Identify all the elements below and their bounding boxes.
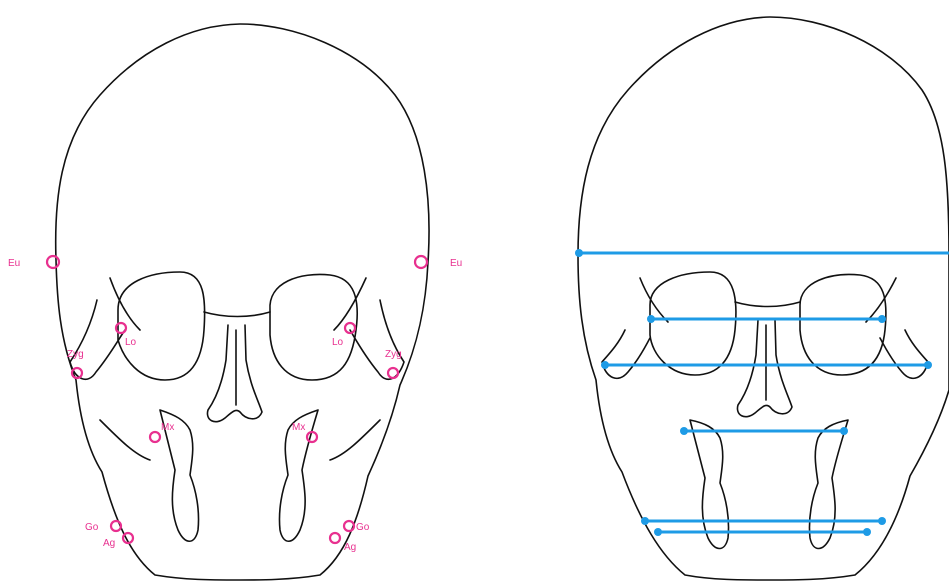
measure-line-eu	[575, 249, 949, 257]
measure-line-go-point-left	[641, 517, 649, 525]
right-orbit-right	[800, 274, 886, 375]
right-tooth-left	[690, 420, 729, 549]
measure-line-mx	[680, 427, 848, 435]
landmark-eu-right-marker	[415, 256, 427, 268]
landmark-ag-right-marker	[330, 533, 340, 543]
right-nasal-cavity	[737, 320, 792, 417]
right-zygomatic-arch-left	[602, 330, 650, 378]
landmark-zyg-left-label: Zyg	[67, 349, 84, 360]
measure-line-lo-point-left	[647, 315, 655, 323]
left-skull-outline	[56, 24, 429, 580]
landmark-mx-left-label: Mx	[161, 422, 174, 433]
landmark-eu-left-label: Eu	[8, 258, 20, 269]
landmark-eu-right-label: Eu	[450, 258, 462, 269]
measure-line-mx-point-left	[680, 427, 688, 435]
landmark-eu-right: Eu	[415, 256, 462, 269]
measure-line-go	[641, 517, 886, 525]
landmark-lo-right: Lo	[332, 323, 355, 348]
landmark-eu-left: Eu	[8, 256, 59, 269]
left-orbit-left	[118, 272, 205, 380]
landmark-lo-right-label: Lo	[332, 337, 344, 348]
landmark-mx-right-marker	[307, 432, 317, 442]
landmark-ag-left-label: Ag	[103, 538, 115, 549]
measure-line-eu-point-left	[575, 249, 583, 257]
measure-line-mx-point-right	[840, 427, 848, 435]
measure-line-lo	[647, 315, 886, 323]
landmark-lo-left-label: Lo	[125, 337, 137, 348]
landmark-go-left: Go	[85, 521, 121, 533]
right-zygomatic-arch-right	[880, 330, 928, 378]
left-zygomatic-arch-right	[350, 300, 404, 379]
measure-line-ag-point-right	[863, 528, 871, 536]
measure-line-ag	[654, 528, 871, 536]
landmark-go-right-label: Go	[356, 522, 370, 533]
right-temporal-line-left	[640, 278, 668, 322]
measure-line-zyg-point-left	[601, 361, 609, 369]
left-frontal-line	[204, 312, 270, 317]
landmark-eu-left-marker	[47, 256, 59, 268]
landmark-go-left-label: Go	[85, 522, 99, 533]
right-orbit-left	[650, 272, 736, 375]
landmark-mx-left-marker	[150, 432, 160, 442]
left-cranium-outline	[56, 24, 429, 580]
left-mandible-line	[100, 420, 380, 460]
measure-line-ag-point-left	[654, 528, 662, 536]
landmark-zyg-right-marker	[388, 368, 398, 378]
right-frontal-line	[735, 302, 800, 307]
landmark-zyg-right-label: Zyg	[385, 349, 402, 360]
landmark-ag-right: Ag	[330, 533, 356, 553]
left-nasal-cavity	[207, 325, 262, 422]
left-temporal-line-left	[110, 278, 140, 330]
landmark-mx-right-label: Mx	[292, 422, 305, 433]
landmark-ag-right-label: Ag	[344, 542, 356, 553]
landmark-go-right: Go	[344, 521, 370, 533]
right-skull-outline	[578, 17, 949, 580]
right-cranium-outline	[578, 17, 949, 580]
measure-line-zyg-point-right	[924, 361, 932, 369]
landmark-zyg-right: Zyg	[385, 349, 402, 378]
measure-line-go-point-right	[878, 517, 886, 525]
measure-line-lo-point-right	[878, 315, 886, 323]
right-tooth-right	[809, 420, 848, 549]
landmark-mx-left: Mx	[150, 422, 174, 442]
